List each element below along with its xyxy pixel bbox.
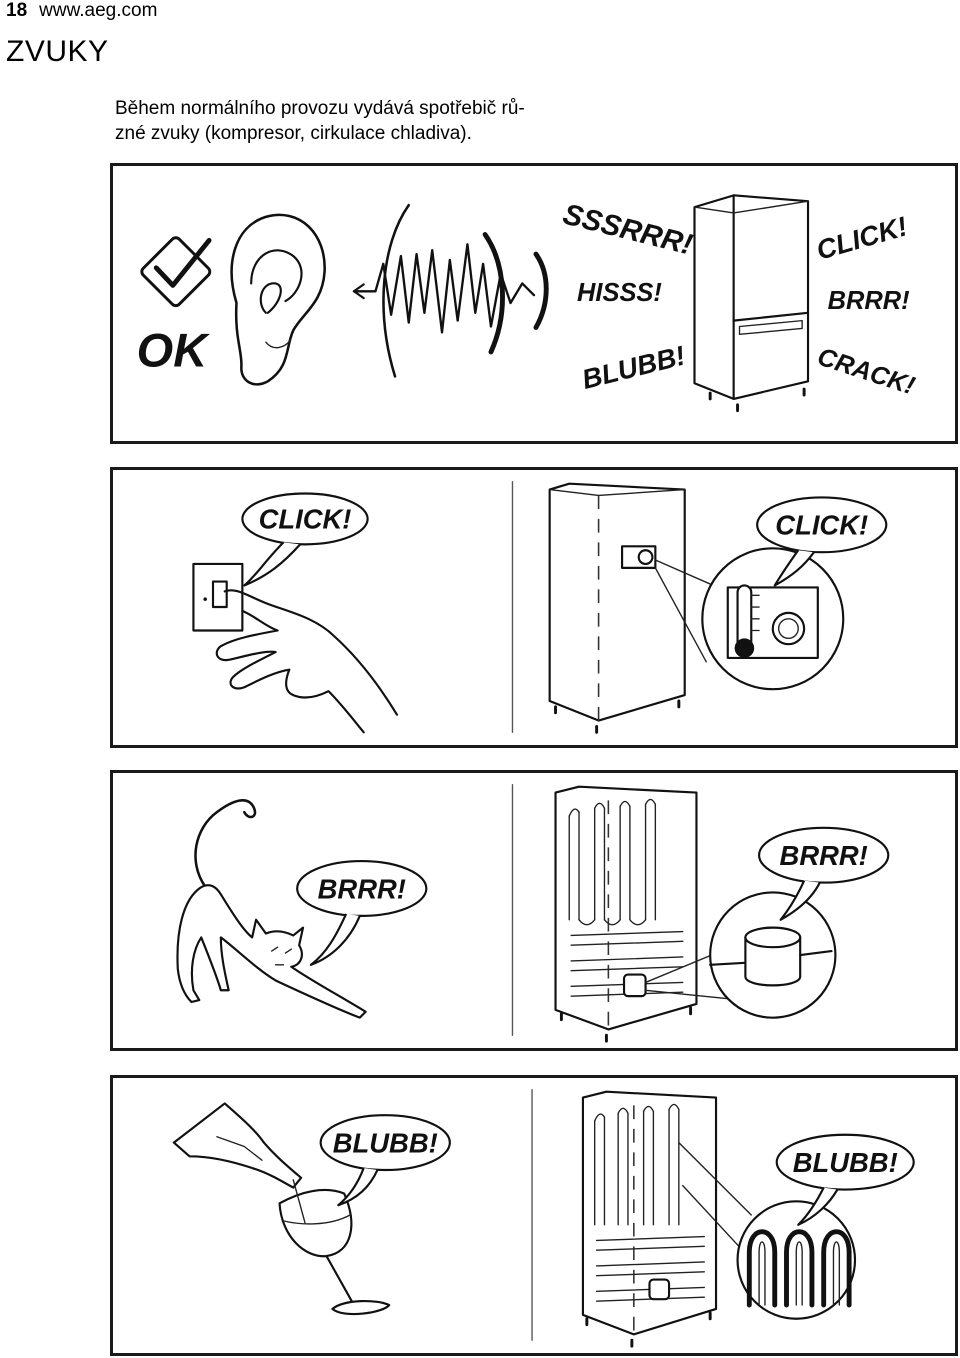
panel-click-sounds: CLICK!: [110, 467, 958, 748]
left-bubble-text: CLICK!: [259, 504, 352, 535]
condenser-coil-icon: [581, 1090, 718, 1348]
intro-text: Během normálního provozu vydává spotřebi…: [115, 96, 535, 146]
sound-click: CLICK!: [813, 210, 911, 265]
page-number: 18: [6, 0, 28, 21]
sound-brrr: BRRR!: [828, 287, 910, 315]
click-bubble-left: CLICK!: [241, 492, 369, 587]
left-bubble-text: BLUBB!: [333, 1127, 438, 1158]
compressor-icon: [709, 891, 837, 1019]
click-bubble-right: CLICK!: [756, 496, 888, 587]
sound-sssrrr: SSSRRR!: [560, 198, 696, 262]
sound-wave-icon: [352, 203, 549, 378]
checkmark-icon: [140, 236, 212, 308]
panel-click-sounds-drawing: CLICK!: [192, 481, 888, 734]
panel-normal-sounds-drawing: OK SSSRRR! HISSS! BLUBB! CLIC: [137, 194, 919, 413]
sound-hisss: HISSS!: [577, 279, 662, 307]
left-bubble-text: BRRR!: [318, 873, 406, 904]
condenser-coil-icon: [554, 785, 698, 1043]
blubb-bubble-left: BLUBB!: [319, 1114, 451, 1207]
wine-glass-icon: [278, 1179, 391, 1316]
website-link[interactable]: www.aeg.com: [39, 0, 158, 21]
thermostat-icon: [701, 547, 845, 691]
wall-switch-icon: [192, 562, 244, 632]
page-header: 18 www.aeg.com: [6, 0, 157, 22]
panel-blubb-sounds: BLUBB! BLUBB!: [110, 1075, 958, 1356]
intro-line-2: zné zvuky (kompresor, cirkulace chladiva…: [115, 123, 472, 144]
sound-blubb: BLUBB!: [579, 339, 688, 394]
right-bubble-text: CLICK!: [775, 510, 868, 541]
sound-crack: CRACK!: [814, 343, 919, 401]
fridge-icon: [548, 482, 686, 734]
fridge-icon: [693, 194, 810, 413]
brrr-bubble-left: BRRR!: [296, 860, 428, 966]
ok-label: OK: [137, 324, 211, 377]
cat-icon: [176, 799, 367, 1019]
panel-blubb-sounds-drawing: BLUBB! BLUBB!: [172, 1089, 915, 1348]
section-title: ZVUKY: [6, 35, 109, 68]
panel-brrr-sounds: BRRR! BRRR!: [110, 770, 958, 1051]
brrr-bubble-right: BRRR!: [758, 826, 890, 921]
ear-icon: [230, 213, 326, 386]
hand-icon: [215, 589, 399, 734]
panel-normal-sounds: OK SSSRRR! HISSS! BLUBB! CLIC: [110, 163, 958, 444]
right-bubble-text: BRRR!: [780, 840, 868, 871]
right-bubble-text: BLUBB!: [793, 1147, 898, 1178]
wine-bottle-icon: [172, 1102, 303, 1189]
coil-zoom-icon: [736, 1200, 857, 1320]
intro-line-1: Během normálního provozu vydává spotřebi…: [115, 98, 525, 119]
panel-brrr-sounds-drawing: BRRR! BRRR!: [176, 784, 890, 1043]
blubb-bubble-right: BLUBB!: [775, 1133, 915, 1226]
